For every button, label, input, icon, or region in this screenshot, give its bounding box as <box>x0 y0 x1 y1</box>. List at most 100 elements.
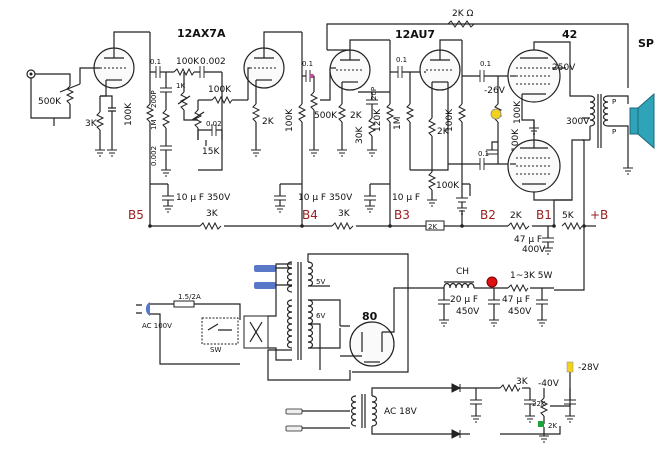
svg-text:-28V: -28V <box>578 363 600 373</box>
svg-text:6V: 6V <box>316 312 325 320</box>
tube-v1-label: 12AX7A <box>177 27 226 40</box>
tube-rect-label: 80 <box>362 310 378 323</box>
tone-stack: 0.1 100K 0.002 200P 1M 0.002 1K 100K 0.0… <box>150 57 248 177</box>
pilot-lamp-red-icon <box>486 276 498 288</box>
svg-text:2K: 2K <box>428 223 437 231</box>
v1b-plate-load: 100K 0.1 <box>285 32 315 184</box>
svg-text:AC 18V: AC 18V <box>384 407 418 417</box>
svg-text:300V: 300V <box>566 117 590 127</box>
heater-lead-icon <box>254 282 276 289</box>
bplus-bus: 10 μ F 350V 10 μ F 350V 10 μ F 3K 3K 2K … <box>148 139 596 291</box>
ac-plug-icon <box>145 302 150 316</box>
power-transformer: 5V 6V <box>267 253 409 381</box>
svg-text:100K: 100K <box>445 108 455 132</box>
svg-text:0.002: 0.002 <box>150 146 158 166</box>
svg-text:1K: 1K <box>176 82 185 90</box>
tube-v1b: 2K <box>243 31 302 157</box>
svg-text:450V: 450V <box>456 307 480 317</box>
heater-lead-icon <box>254 265 276 272</box>
svg-text:1~3K 5W: 1~3K 5W <box>510 271 552 281</box>
svg-text:100K: 100K <box>208 85 232 95</box>
svg-text:0.1: 0.1 <box>396 56 407 64</box>
svg-text:AC 100V: AC 100V <box>142 322 172 330</box>
svg-text:100K: 100K <box>513 100 523 124</box>
svg-text:1M: 1M <box>393 117 403 131</box>
svg-text:0.02: 0.02 <box>206 120 222 128</box>
svg-text:250V: 250V <box>552 63 576 73</box>
svg-text:500K: 500K <box>314 111 338 121</box>
speaker-icon <box>629 92 655 150</box>
svg-text:10 μ F 350V: 10 μ F 350V <box>298 193 353 203</box>
tube-v2-label: 12AU7 <box>395 28 435 41</box>
svg-text:P: P <box>612 98 616 106</box>
svg-text:100K: 100K <box>511 128 521 152</box>
bus-label-b1: B1 <box>536 208 552 222</box>
svg-text:2K: 2K <box>350 111 363 121</box>
svg-text:1M: 1M <box>150 120 158 131</box>
svg-text:20P: 20P <box>370 87 378 100</box>
svg-text:10 μ F: 10 μ F <box>392 193 420 203</box>
output-coupling: 0.1 0.1 -26V 100K 100K <box>448 60 523 170</box>
svg-text:3K: 3K <box>85 119 98 129</box>
svg-text:100K: 100K <box>124 102 134 126</box>
svg-text:22K: 22K <box>532 400 546 408</box>
bias-input-lead-icon <box>285 425 303 432</box>
diode-icon <box>451 383 462 393</box>
bias-supply: AC 18V 3K -40V 22K 2K -28V <box>285 361 600 443</box>
bias-input-lead-icon <box>285 408 303 415</box>
svg-text:CH: CH <box>456 267 469 277</box>
bus-label-b2: B2 <box>480 208 496 222</box>
bus-label-b4: B4 <box>302 208 318 222</box>
svg-text:2K: 2K <box>262 117 275 127</box>
volume-pot: 500K <box>309 68 338 157</box>
rectifier-80: 80 <box>340 287 408 367</box>
svg-text:2K: 2K <box>548 422 557 430</box>
svg-text:1.5/2A: 1.5/2A <box>178 293 201 301</box>
svg-text:0.002: 0.002 <box>200 57 226 67</box>
svg-text:100K: 100K <box>436 181 460 191</box>
svg-text:2K: 2K <box>510 211 523 221</box>
svg-text:20 μ F: 20 μ F <box>450 295 478 305</box>
filter-section: CH 1~3K 5W 20 μ F 450V 47 μ F 450V <box>408 267 554 327</box>
mains-input: 1.5/2A AC 100V SW <box>136 263 292 365</box>
tube-v2b: 1M 2K 100K 100K <box>393 39 468 215</box>
svg-text:3K: 3K <box>516 377 529 387</box>
svg-text:0.1: 0.1 <box>302 60 313 68</box>
svg-text:-40V: -40V <box>538 379 560 389</box>
speaker-label: SP <box>638 37 654 50</box>
heater-taps <box>254 265 292 289</box>
svg-text:100K: 100K <box>285 108 295 132</box>
tube-42-upper <box>507 41 590 103</box>
svg-text:0.1: 0.1 <box>478 150 489 158</box>
svg-text:15K: 15K <box>202 147 220 157</box>
test-point-icon <box>309 73 315 79</box>
bias-tap-icon <box>566 361 574 373</box>
tube-v2a: 2K <box>327 39 390 157</box>
svg-text:400V: 400V <box>522 245 546 255</box>
svg-text:200P: 200P <box>150 90 158 108</box>
bus-label-plus-b: +B <box>590 208 608 222</box>
fuse-icon <box>173 300 195 308</box>
v1a-plate-load: 100K <box>124 32 155 184</box>
svg-text:10 μ F 350V: 10 μ F 350V <box>176 193 231 203</box>
svg-text:0.1: 0.1 <box>480 60 491 68</box>
svg-text:SW: SW <box>210 346 221 354</box>
svg-text:5K: 5K <box>562 211 575 221</box>
svg-text:450V: 450V <box>508 307 532 317</box>
svg-text:-26V: -26V <box>484 86 506 96</box>
bus-label-b5: B5 <box>128 208 144 222</box>
svg-text:2K: 2K <box>437 127 450 137</box>
power-switch-icon[interactable] <box>201 317 239 345</box>
svg-text:30K: 30K <box>355 126 365 144</box>
input-stage: 500K <box>26 69 81 126</box>
svg-text:3K: 3K <box>338 209 351 219</box>
diode-icon <box>451 429 462 439</box>
svg-text:47 μ F: 47 μ F <box>502 295 530 305</box>
svg-text:47 μ F: 47 μ F <box>514 235 542 245</box>
svg-text:120K: 120K <box>373 108 383 132</box>
svg-text:0.1: 0.1 <box>150 58 161 66</box>
svg-text:100K: 100K <box>176 57 200 67</box>
svg-text:5V: 5V <box>316 278 325 286</box>
output-transformer: P P 300V <box>566 94 633 175</box>
